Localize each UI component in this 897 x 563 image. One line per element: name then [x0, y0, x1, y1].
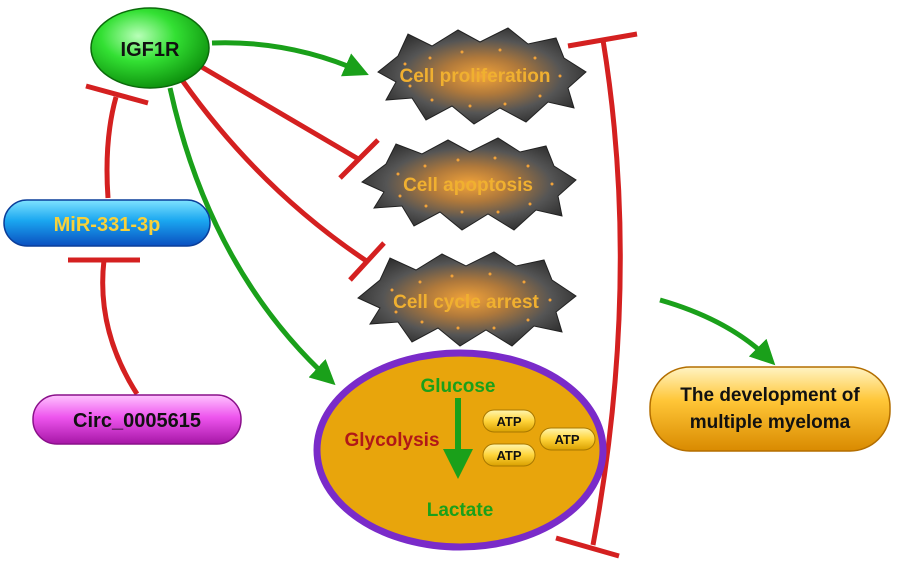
igf1r-inhibits-apoptosis — [198, 63, 362, 163]
bracket-bottom-bar — [555, 535, 620, 559]
cell-cycle-arrest-shape — [357, 251, 577, 347]
circ-node: Circ_0005615 — [32, 394, 242, 445]
bracket-to-development-arrow — [659, 297, 776, 366]
igf1r-to-proliferation-arrow — [211, 40, 369, 77]
mir-label: MiR-331-3p — [54, 214, 161, 236]
bracket-curve — [590, 39, 623, 546]
circ-inhibits-mir — [100, 259, 140, 396]
connectors — [68, 31, 776, 559]
mir-inhibits-igf1r — [104, 96, 119, 199]
development-label-line1: The development of — [680, 385, 860, 406]
atp-label-2: ATP — [554, 432, 579, 447]
development-node: The development of multiple myeloma — [649, 366, 891, 452]
apoptosis-inhibition-bar — [338, 138, 380, 180]
atp-label-1: ATP — [496, 414, 521, 429]
atp-badge-2: ATP — [539, 427, 596, 451]
igf1r-label: IGF1R — [121, 39, 180, 61]
cell-apoptosis-label: Cell apoptosis — [403, 175, 533, 196]
cell-speckles — [390, 48, 562, 330]
igf1r-inhibits-cycle-arrest — [179, 78, 370, 265]
cell-proliferation-shape — [377, 27, 587, 125]
mir-node: MiR-331-3p — [3, 199, 211, 247]
atp-badge-3: ATP — [482, 443, 536, 467]
cell-cycle-arrest-node: Cell cycle arrest — [357, 251, 577, 347]
bracket-top-bar — [567, 31, 638, 49]
igf1r-to-glycolysis-arrow — [167, 87, 336, 386]
igf1r-inhibition-bar — [85, 83, 149, 106]
circ-label: Circ_0005615 — [73, 410, 201, 432]
glucose-label: Glucose — [421, 376, 496, 397]
atp-label-3: ATP — [496, 448, 521, 463]
igf1r-node: IGF1R — [90, 7, 210, 89]
cell-apoptosis-shape — [361, 137, 577, 231]
glycolysis-node: Glucose Glycolysis Lactate ATP ATP ATP — [313, 349, 607, 551]
cycle-arrest-inhibition-bar — [348, 241, 386, 282]
lactate-label: Lactate — [427, 500, 494, 521]
cell-proliferation-label: Cell proliferation — [400, 66, 551, 87]
atp-badge-1: ATP — [482, 409, 536, 433]
cell-cycle-arrest-label: Cell cycle arrest — [393, 292, 539, 313]
glycolysis-label: Glycolysis — [344, 430, 439, 451]
development-label-line2: multiple myeloma — [690, 412, 851, 433]
cell-apoptosis-node: Cell apoptosis — [361, 137, 577, 231]
cell-proliferation-node: Cell proliferation — [377, 27, 587, 125]
